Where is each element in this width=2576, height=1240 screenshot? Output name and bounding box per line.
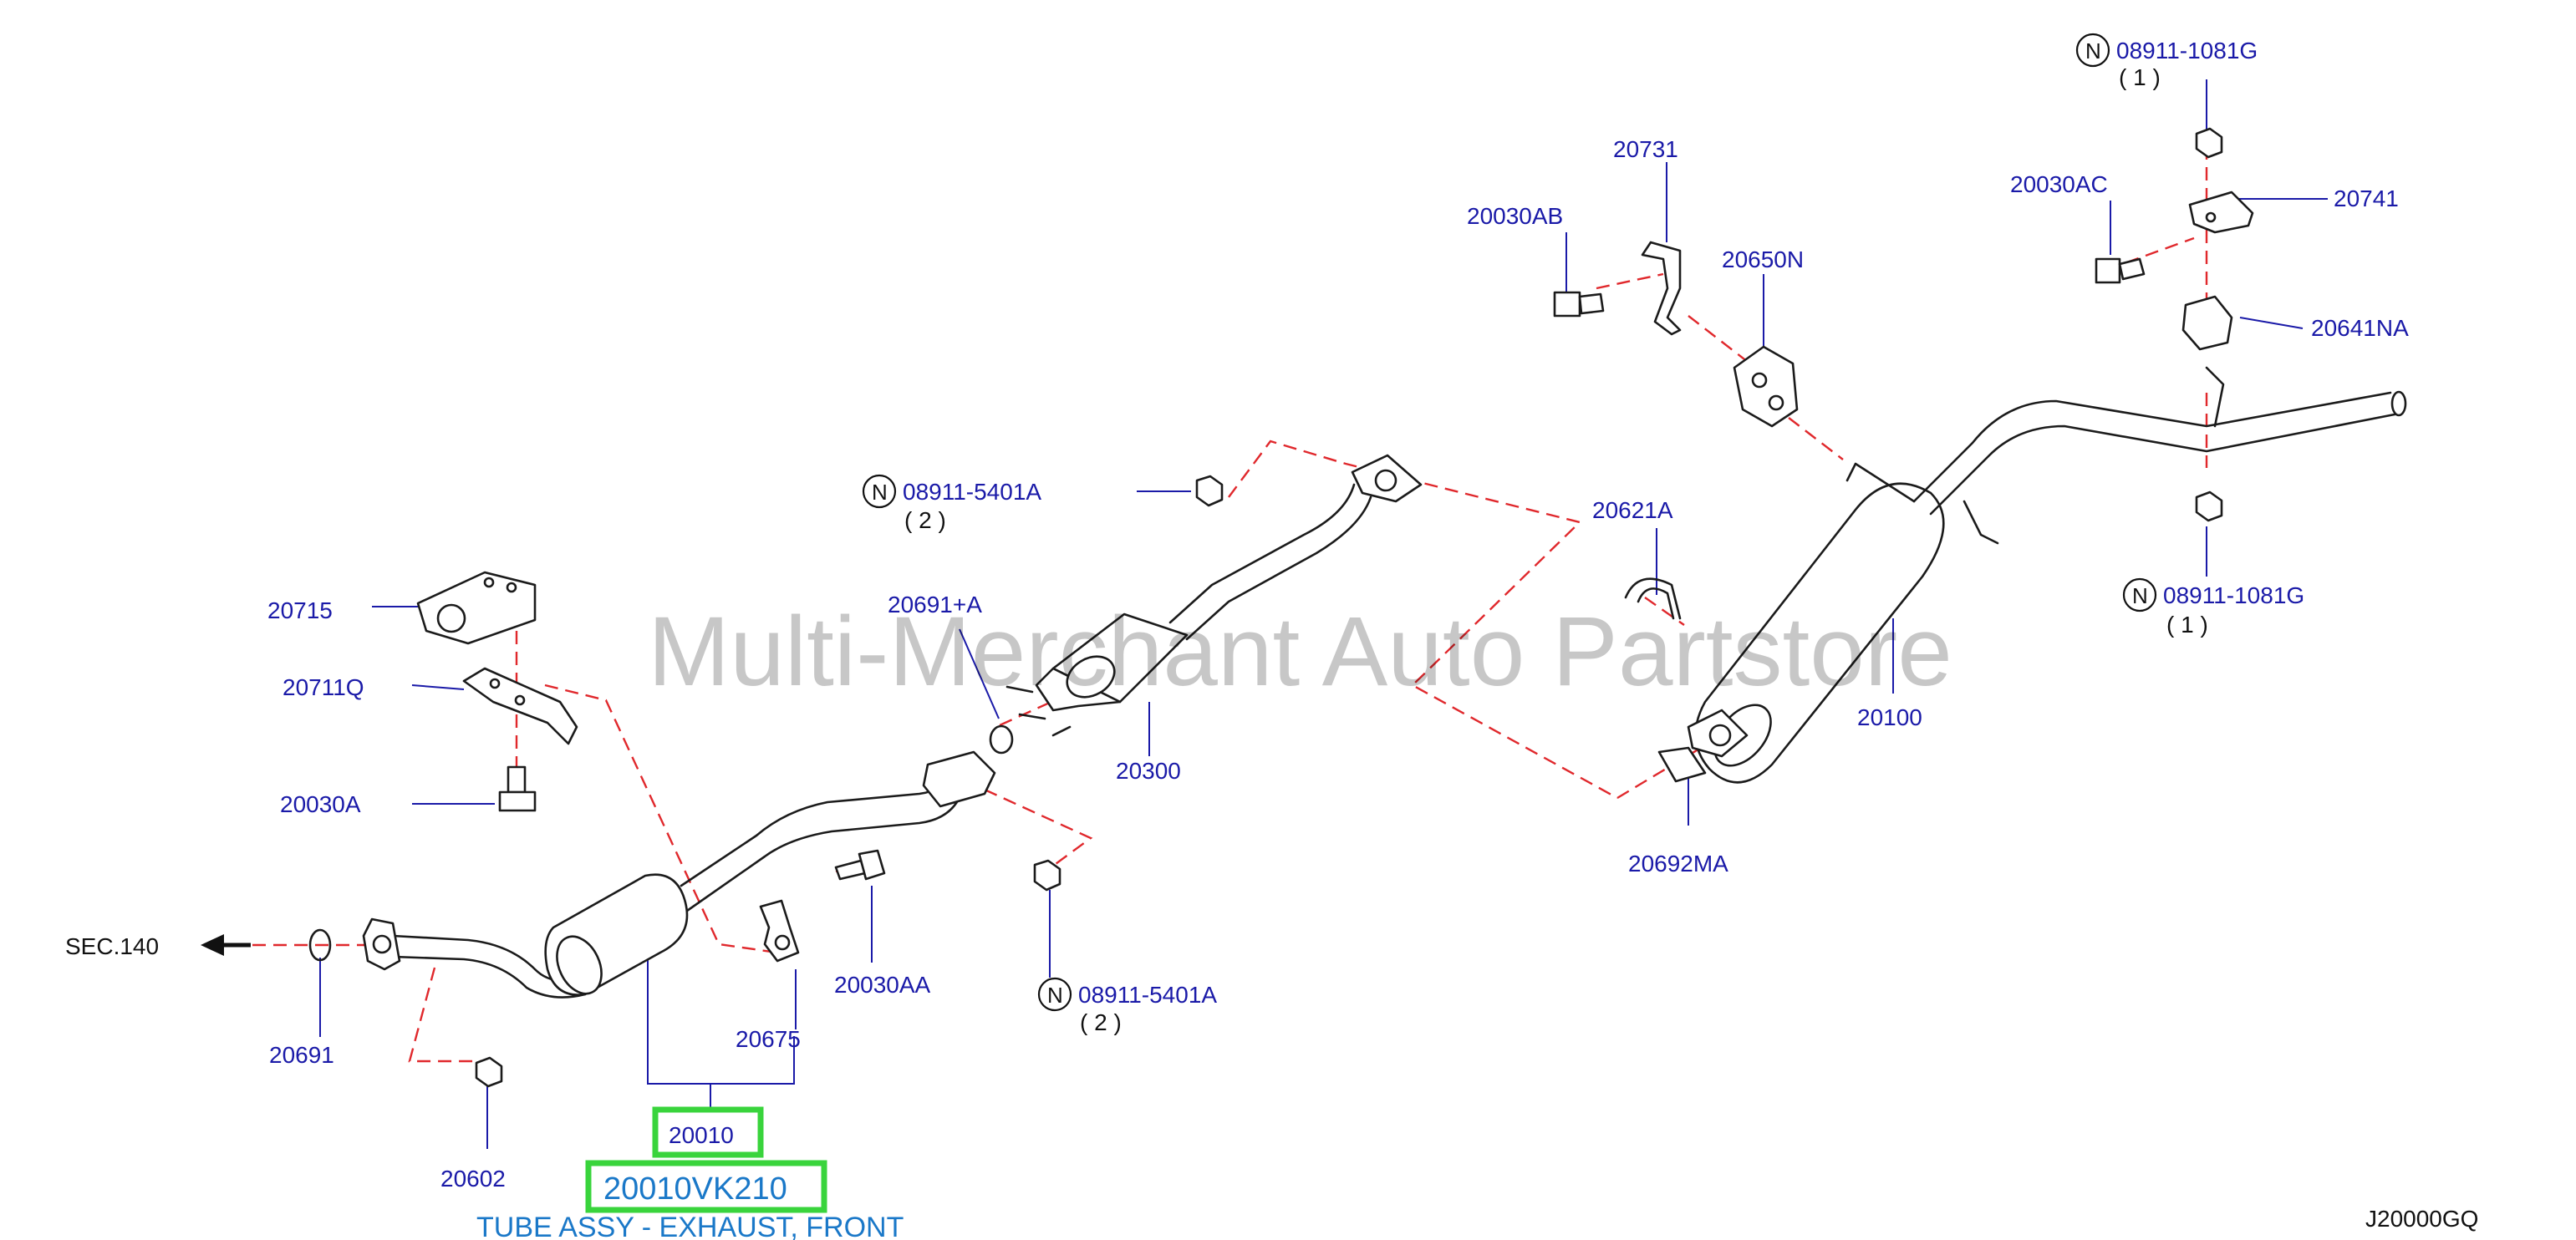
qty-08911-5401A-bottom: ( 2 ) [1080,1009,1122,1035]
highlight-box-20010 [652,1106,764,1158]
label-20010[interactable]: 20010 [669,1122,734,1148]
label-20100[interactable]: 20100 [1857,704,1922,730]
label-20030A[interactable]: 20030A [280,791,361,817]
leader-lines [319,79,2328,1149]
label-20030AB[interactable]: 20030AB [1467,203,1563,229]
n-marks: N N N N [862,33,2157,1012]
n-circle-icon [2122,577,2157,612]
n-mark-2: N [2132,583,2148,608]
label-20641NA[interactable]: 20641NA [2311,315,2409,341]
label-20731[interactable]: 20731 [1613,136,1678,162]
n-circle-icon [1037,977,1072,1012]
label-20675[interactable]: 20675 [736,1026,801,1052]
label-20602[interactable]: 20602 [440,1166,506,1192]
part-labels: 20731 20030AB 20650N 20030AC 20741 20641… [65,38,2478,1240]
label-08911-1081G-bottom[interactable]: 08911-1081G [2163,582,2304,608]
highlighted-part-description: TUBE ASSY - EXHAUST, FRONT [476,1212,904,1240]
label-20691[interactable]: 20691 [269,1042,334,1068]
label-20715[interactable]: 20715 [267,597,333,623]
label-20692MA[interactable]: 20692MA [1628,851,1728,877]
n-mark-1: N [2085,38,2101,64]
n-mark-4: N [1047,983,1063,1008]
qty-08911-1081G-bottom: ( 1 ) [2166,612,2208,638]
label-20300[interactable]: 20300 [1116,758,1181,784]
n-circle-icon [862,474,897,509]
label-20030AA[interactable]: 20030AA [834,972,931,998]
highlighted-part-number[interactable]: 20010VK210 [603,1171,787,1207]
label-08911-5401A-bottom[interactable]: 08911-5401A [1078,982,1217,1008]
watermark: Multi-Merchant Auto Partstore [648,597,1952,707]
arrow-head-icon [201,934,224,956]
label-20650N[interactable]: 20650N [1722,246,1804,272]
label-20741[interactable]: 20741 [2334,185,2399,211]
label-20691A[interactable]: 20691+A [888,592,982,617]
label-08911-1081G-top[interactable]: 08911-1081G [2116,38,2258,64]
label-20621A[interactable]: 20621A [1592,497,1673,523]
qty-08911-1081G-top: ( 1 ) [2119,64,2161,90]
drawing-code: J20000GQ [2365,1206,2478,1232]
qty-08911-5401A-top: ( 2 ) [904,507,946,533]
label-08911-5401A-top[interactable]: 08911-5401A [903,479,1041,505]
n-circle-icon [2075,33,2110,68]
parts-drawing [308,127,2407,1088]
label-20711Q[interactable]: 20711Q [283,674,364,700]
label-20030AC[interactable]: 20030AC [2010,171,2108,197]
n-mark-3: N [872,480,888,505]
section-reference: SEC.140 [65,933,159,959]
highlight-box-part-number [585,1160,827,1213]
